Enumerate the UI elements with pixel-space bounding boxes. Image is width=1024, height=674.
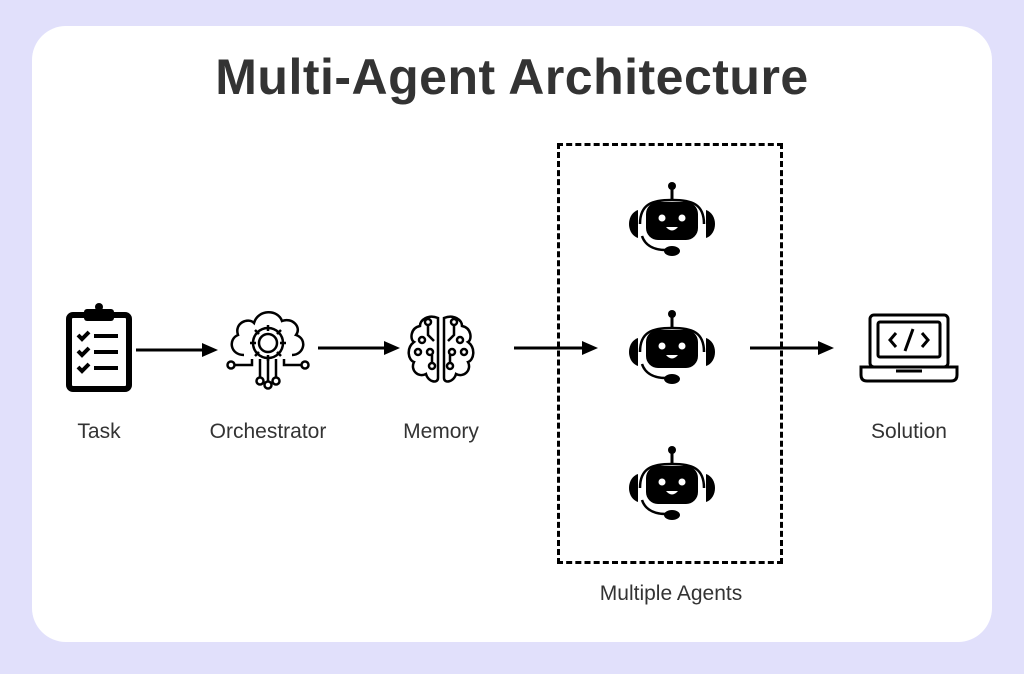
agents-group-box	[557, 143, 783, 564]
brain-circuit-icon	[407, 315, 475, 383]
arrow-memory-to-agents	[514, 341, 598, 355]
arrow-agents-to-solution	[750, 341, 834, 355]
node-label-orchestrator: Orchestrator	[209, 420, 327, 443]
laptop-code-icon	[859, 313, 959, 383]
node-label-memory: Memory	[403, 420, 479, 443]
node-label-task: Task	[77, 420, 121, 443]
diagram-card	[32, 26, 992, 642]
clipboard-checklist-icon	[66, 303, 132, 392]
arrow-orchestrator-to-memory	[318, 341, 400, 355]
robot-headset-icon	[629, 182, 715, 256]
node-label-agents: Multiple Agents	[599, 582, 743, 605]
robot-headset-icon	[629, 446, 715, 520]
node-label-solution: Solution	[871, 420, 947, 443]
arrow-task-to-orchestrator	[136, 343, 218, 357]
cloud-gear-network-icon	[226, 311, 310, 390]
robot-headset-icon	[629, 310, 715, 384]
diagram-title: Multi-Agent Architecture	[215, 49, 809, 105]
